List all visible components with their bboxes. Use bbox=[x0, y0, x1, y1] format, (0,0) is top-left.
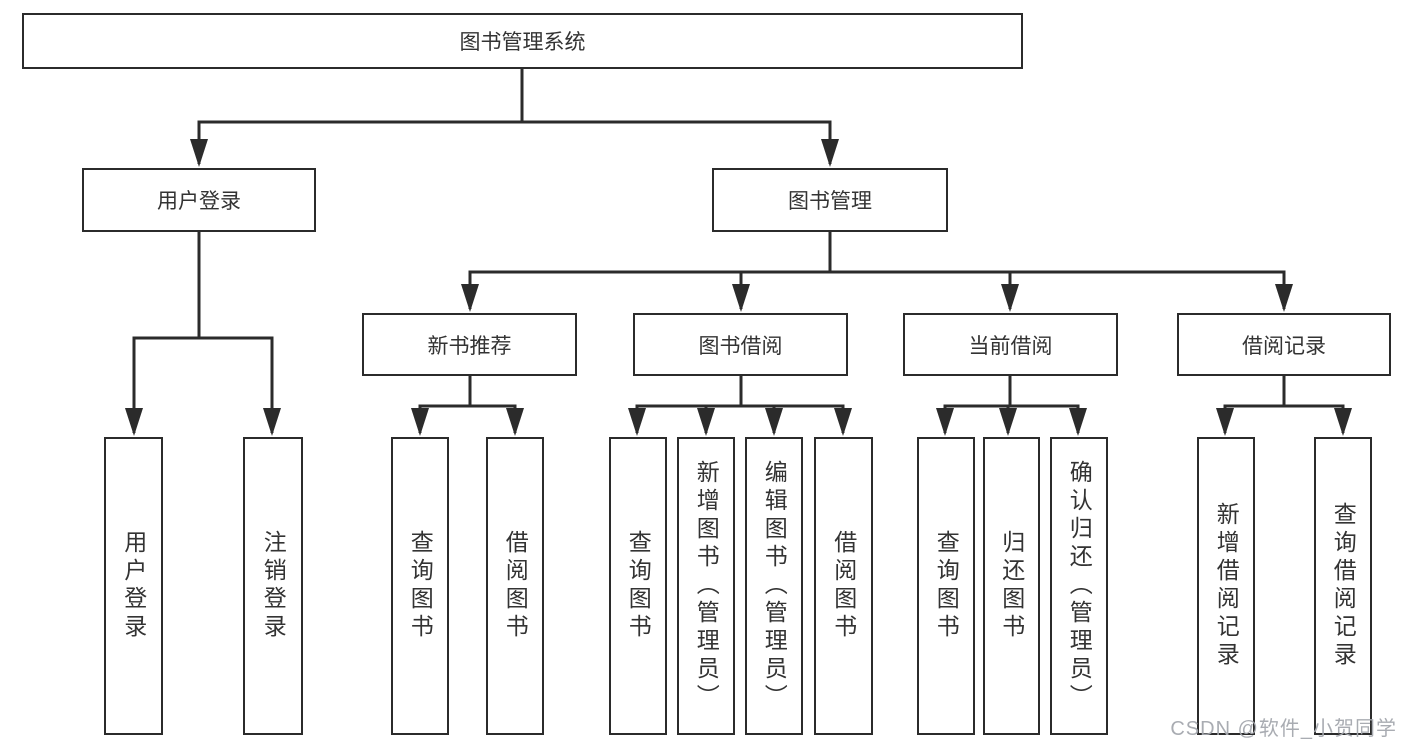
leaf-return-books: 归还图书 bbox=[983, 437, 1040, 735]
node-root-library-system: 图书管理系统 bbox=[22, 13, 1023, 69]
node-borrow-records: 借阅记录 bbox=[1177, 313, 1391, 376]
leaf-logout: 注销登录 bbox=[243, 437, 303, 735]
leaf-borrow-books-1: 借阅图书 bbox=[486, 437, 544, 735]
leaf-query-books-3: 查询图书 bbox=[917, 437, 975, 735]
leaf-label: 借阅图书 bbox=[502, 530, 529, 642]
node-current-borrow: 当前借阅 bbox=[903, 313, 1118, 376]
leaf-label: 查询图书 bbox=[625, 530, 652, 642]
leaf-label: 确认归还（管理员） bbox=[1066, 460, 1093, 712]
node-new-book-recommend: 新书推荐 bbox=[362, 313, 577, 376]
leaf-query-books-2: 查询图书 bbox=[609, 437, 667, 735]
node-user-login: 用户登录 bbox=[82, 168, 316, 232]
leaf-add-borrow-record: 新增借阅记录 bbox=[1197, 437, 1255, 735]
leaf-label: 归还图书 bbox=[998, 530, 1025, 642]
leaf-label: 注销登录 bbox=[260, 530, 287, 642]
leaf-borrow-books-2: 借阅图书 bbox=[814, 437, 873, 735]
leaf-label: 查询借阅记录 bbox=[1330, 502, 1357, 670]
leaf-confirm-return-admin: 确认归还（管理员） bbox=[1050, 437, 1108, 735]
node-book-management: 图书管理 bbox=[712, 168, 948, 232]
leaf-label: 借阅图书 bbox=[830, 530, 857, 642]
csdn-watermark: CSDN @软件_小贺同学 bbox=[1170, 718, 1397, 740]
leaf-label: 新增借阅记录 bbox=[1213, 502, 1240, 670]
leaf-label: 用户登录 bbox=[120, 530, 147, 642]
node-book-borrow: 图书借阅 bbox=[633, 313, 848, 376]
leaf-label: 编辑图书（管理员） bbox=[761, 460, 788, 712]
leaf-query-books-1: 查询图书 bbox=[391, 437, 449, 735]
leaf-edit-books-admin: 编辑图书（管理员） bbox=[745, 437, 803, 735]
leaf-label: 查询图书 bbox=[933, 530, 960, 642]
leaf-query-borrow-record: 查询借阅记录 bbox=[1314, 437, 1372, 735]
leaf-label: 新增图书（管理员） bbox=[693, 460, 720, 712]
leaf-user-login: 用户登录 bbox=[104, 437, 163, 735]
leaf-label: 查询图书 bbox=[407, 530, 434, 642]
leaf-add-books-admin: 新增图书（管理员） bbox=[677, 437, 735, 735]
